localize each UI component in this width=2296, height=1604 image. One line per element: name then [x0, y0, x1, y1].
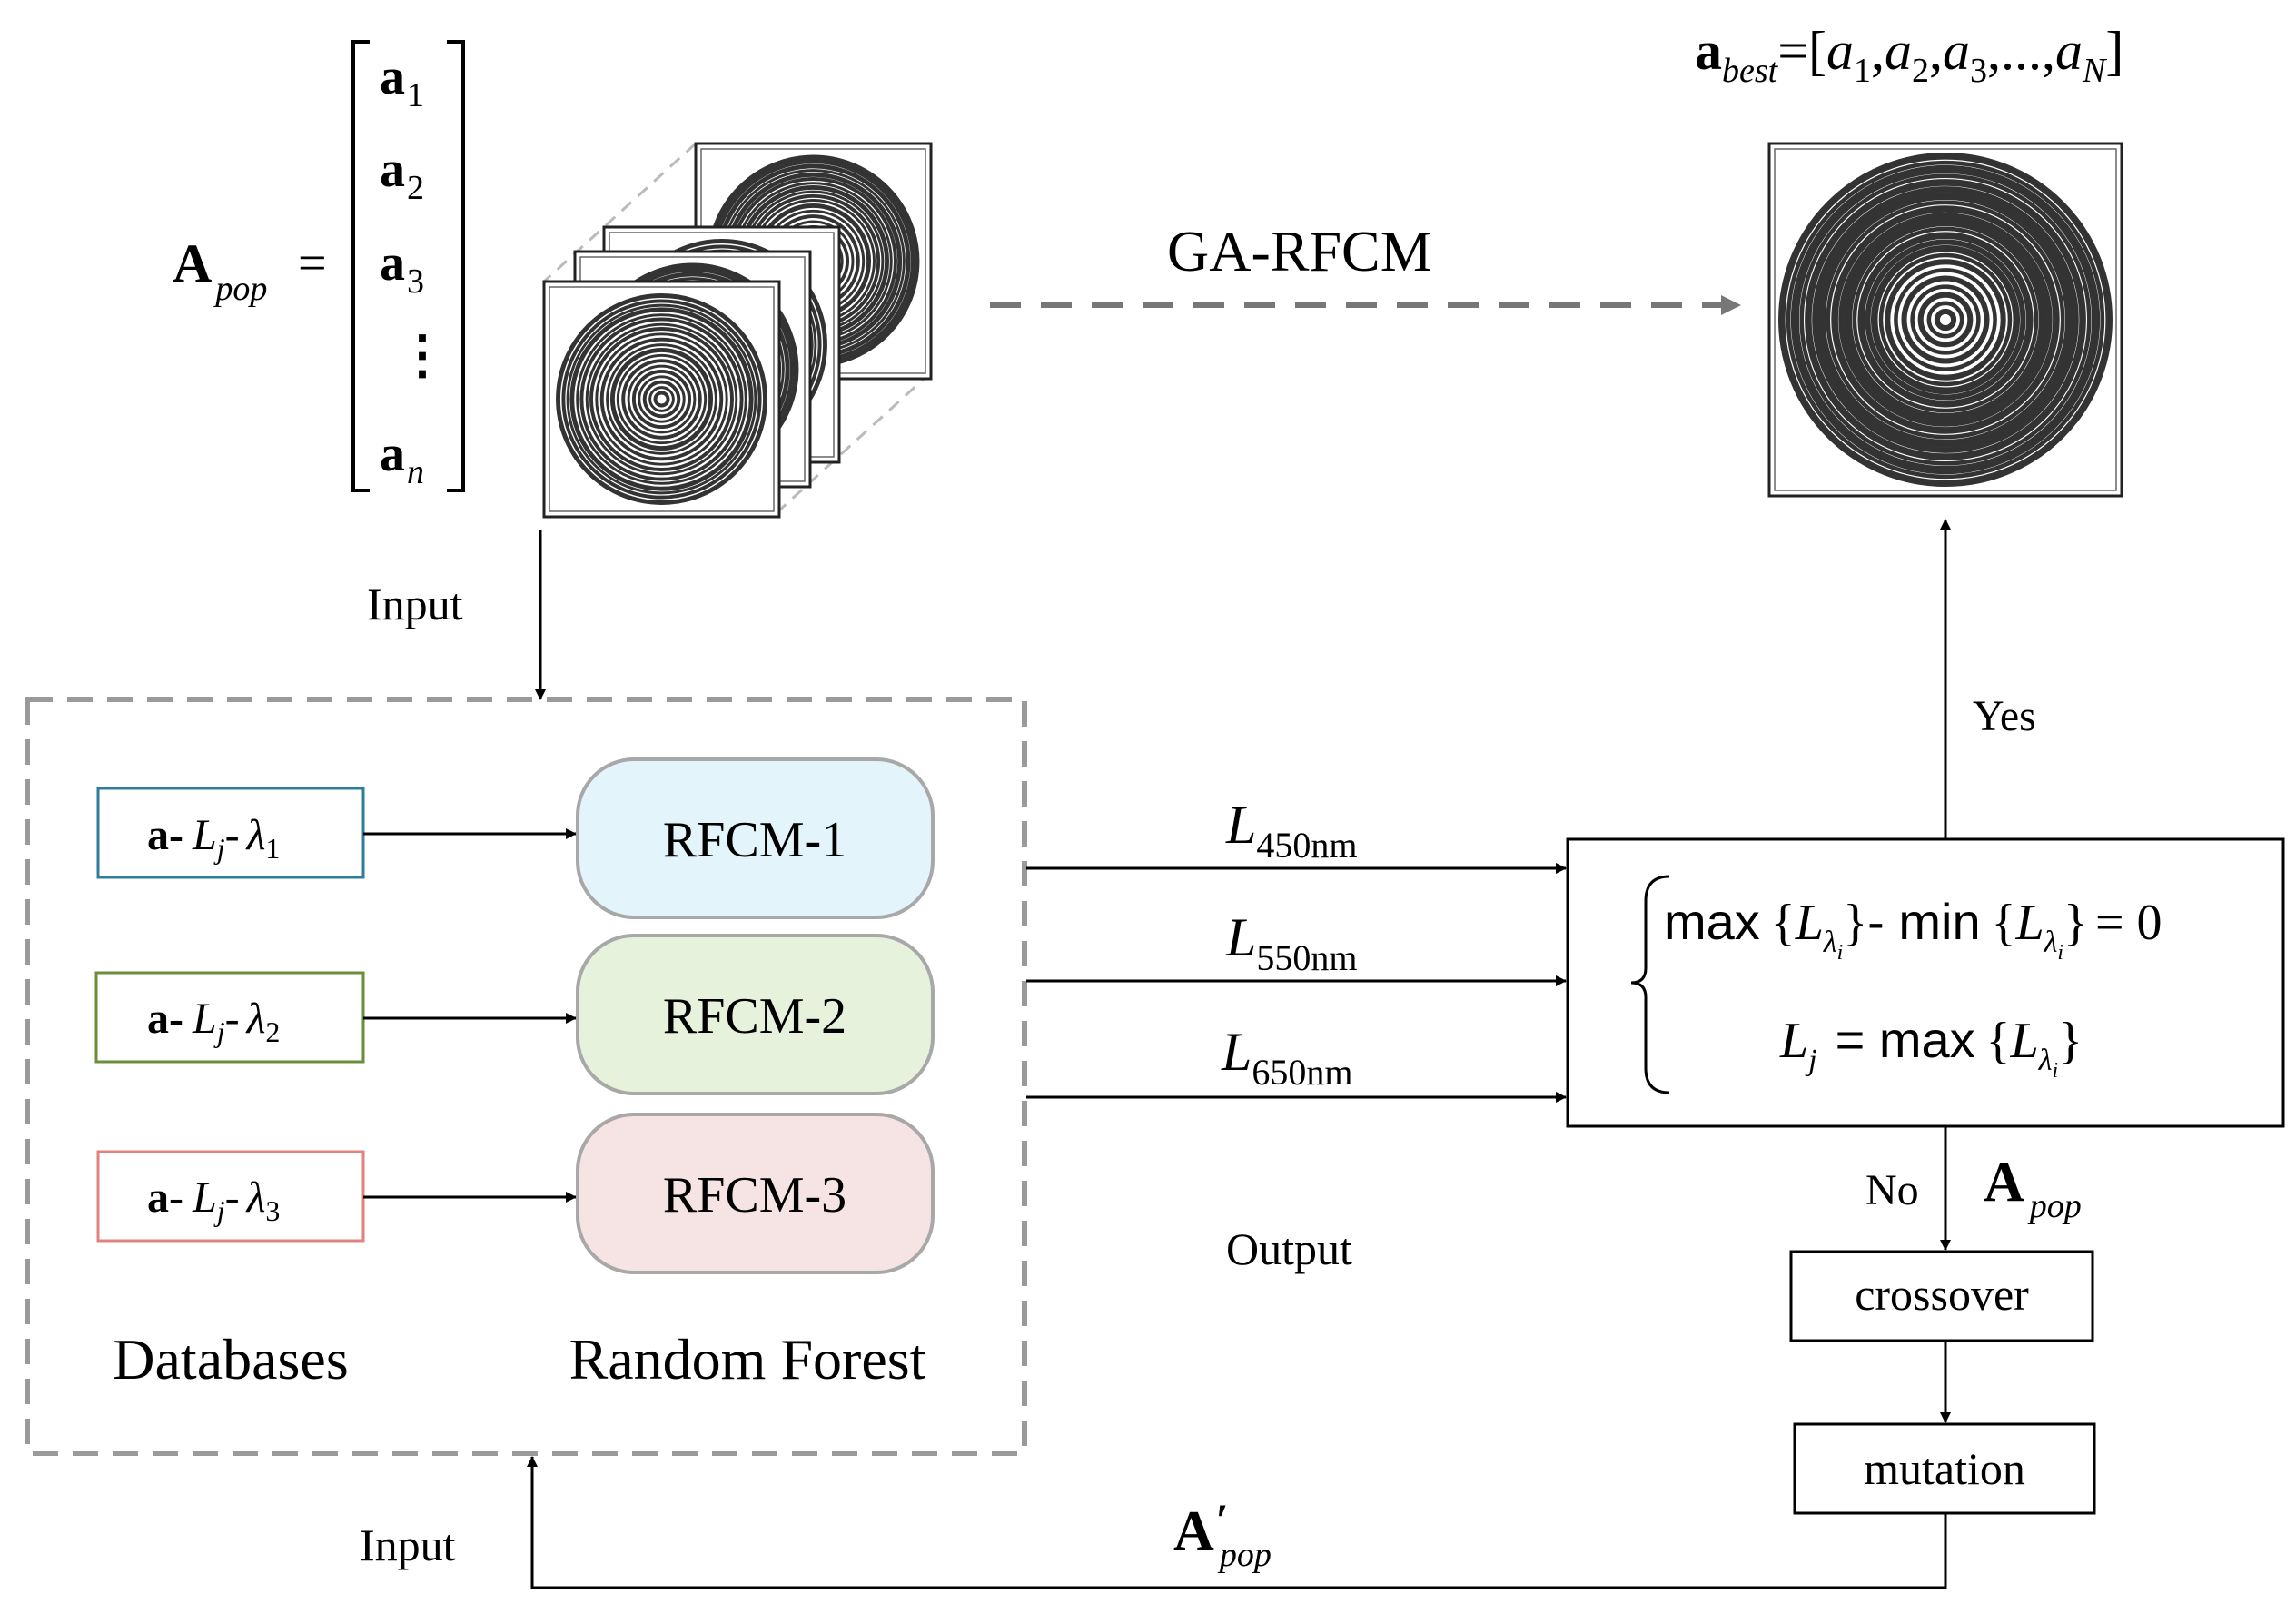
stack-guide-bottom [777, 371, 933, 512]
database-box-1 [96, 787, 365, 879]
population-equals: = [298, 235, 327, 292]
yes-link: Yes [1940, 519, 2036, 839]
database-2: a-Lj-λ2 [94, 971, 365, 1064]
feedback-link: A′pop Input [360, 1456, 1947, 1589]
best-structure-card [1767, 142, 2123, 498]
best-structure-rings [1767, 142, 2123, 498]
crossover-box [1789, 1250, 2094, 1342]
structure-card-stack [542, 142, 933, 519]
vector-an: an [380, 426, 424, 491]
output-links: L450nm L550nm L650nm Output [1026, 795, 1567, 1274]
yes-label: Yes [1973, 692, 2036, 740]
databases-caption: Databases [113, 1327, 348, 1391]
aprime-label: A′pop [1173, 1494, 1272, 1574]
input-bottom-label: Input [360, 1520, 456, 1570]
rfcm-2-label: RFCM-2 [663, 988, 846, 1045]
ga-rfcm-label: GA-RFCM [1167, 219, 1432, 283]
condition-line-1: max{Lλi}- min{Lλi}= 0 [1664, 893, 2162, 965]
input-top-label: Input [367, 579, 463, 629]
rfcm-2-box [576, 934, 935, 1095]
condition-box-group: max{Lλi}- min{Lλi}= 0 Lj= max{Lλi} [1566, 837, 2285, 1128]
vector-a3: a3 [380, 235, 424, 301]
rfcm-1-label: RFCM-1 [663, 812, 846, 868]
mutation-label: mutation [1864, 1443, 2025, 1494]
database-label-2: a-Lj-λ2 [147, 995, 280, 1048]
database-label-1: a-Lj-λ1 [147, 811, 280, 865]
matrix-right-bracket [447, 40, 465, 492]
condition-brace [1630, 875, 1670, 1094]
matrix-left-bracket [351, 40, 370, 492]
no-label: No [1866, 1166, 1919, 1214]
output-650-label: L650nm [1221, 1022, 1353, 1093]
feedback-arrow [527, 1456, 1947, 1589]
output-caption: Output [1226, 1223, 1352, 1274]
database-3: a-Lj-λ3 [96, 1150, 365, 1243]
rfcm-3-label: RFCM-3 [663, 1167, 846, 1223]
vector-dots: ⋮ [396, 325, 449, 384]
rfcm-1-model: RFCM-1 [576, 757, 935, 919]
mutation-box [1793, 1422, 2096, 1515]
input-top-link: Input [367, 530, 546, 700]
rfcm-2-model: RFCM-2 [576, 934, 935, 1095]
rfcm-3-box [576, 1113, 935, 1274]
output-550-label: L550nm [1225, 907, 1358, 978]
output-450-label: L450nm [1225, 795, 1358, 866]
database-box-2 [94, 971, 365, 1064]
vector-a1: a1 [380, 49, 424, 114]
crossover-block: crossover [1789, 1250, 2094, 1342]
condition-box [1566, 837, 2285, 1128]
structure-card-1 [542, 280, 781, 519]
random-forest-caption: Random Forest [569, 1327, 926, 1391]
model-dashed-box [25, 697, 1027, 1456]
rfcm-3-model: RFCM-3 [576, 1113, 935, 1274]
condition-line-2: Lj= max{Lλi} [1779, 1011, 2083, 1083]
database-label-3: a-Lj-λ3 [147, 1173, 280, 1227]
best-equation: abest=[a1,a2,a3,...,aN] [1695, 21, 2123, 90]
mutation-block: mutation [1793, 1422, 2096, 1515]
best-solution: abest=[a1,a2,a3,...,aN] [1695, 21, 2123, 498]
ga-rfcm-link: GA-RFCM [990, 219, 1741, 315]
database-1: a-Lj-λ1 [96, 787, 365, 879]
stack-guide-top [542, 142, 698, 283]
rfcm-1-box [576, 757, 935, 919]
vector-a2: a2 [380, 142, 424, 207]
crossover-label: crossover [1855, 1269, 2029, 1320]
